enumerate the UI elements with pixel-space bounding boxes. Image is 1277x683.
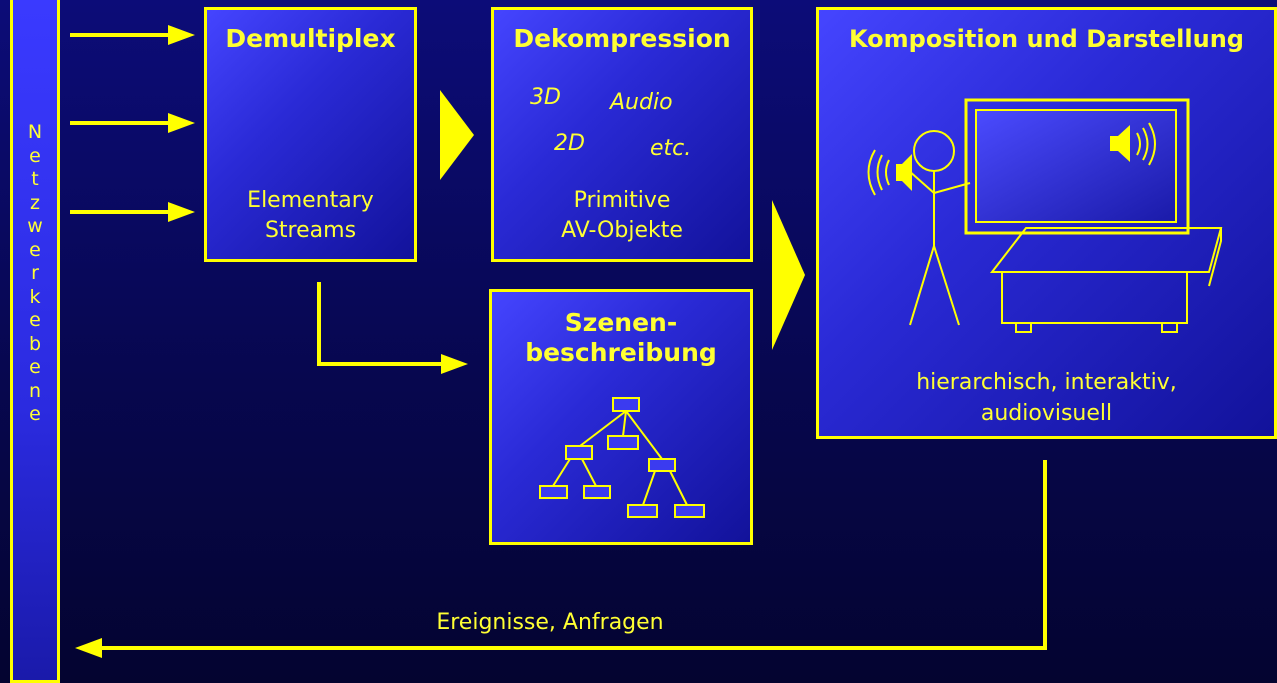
tag-2d: 2D — [554, 131, 585, 156]
network-layer-label: N e t z w e r k e b e n e — [13, 121, 57, 427]
decompression-title: Dekompression — [513, 24, 731, 53]
network-letter: e — [29, 144, 41, 167]
network-letter: e — [29, 238, 41, 261]
feedback-label: Ereignisse, Anfragen — [436, 610, 664, 635]
composition-caption-line1: hierarchisch, interaktiv, — [916, 370, 1177, 395]
tag-3d: 3D — [530, 85, 561, 110]
input-arrow-1 — [70, 25, 195, 45]
network-letter: e — [29, 309, 41, 331]
demultiplex-title: Demultiplex — [225, 24, 396, 53]
feedback-arrow — [75, 460, 1047, 658]
big-arrow-demux-to-decomp — [440, 90, 474, 180]
network-letter: e — [29, 356, 41, 378]
network-letter: n — [28, 379, 42, 402]
composition-caption-line2: audiovisuell — [980, 401, 1113, 426]
network-letter: t — [31, 168, 39, 190]
network-letter: b — [28, 332, 42, 355]
tag-etc: etc. — [650, 136, 692, 161]
input-arrow-2 — [70, 113, 195, 133]
person-icon — [907, 130, 971, 326]
decompression-caption-line1: Primitive — [573, 188, 671, 213]
composition-box: Komposition und Darstellung hierarchisch… — [816, 7, 1277, 439]
scene-title-line2: beschreibung — [525, 338, 717, 367]
scene-title-line1: Szenen- — [564, 308, 678, 337]
composition-title: Komposition und Darstellung — [849, 25, 1244, 53]
demultiplex-caption-line1: Elementary — [247, 188, 374, 213]
network-letter: z — [30, 191, 40, 214]
decompression-caption-line2: AV-Objekte — [561, 218, 683, 243]
tag-audio: Audio — [610, 90, 673, 115]
speaker-on-screen-icon — [1110, 122, 1156, 166]
network-letter: w — [27, 215, 43, 237]
composition-illustration — [867, 98, 1223, 333]
demultiplex-caption-line2: Streams — [264, 218, 357, 243]
input-arrow-3 — [70, 202, 195, 222]
network-letter: e — [29, 403, 41, 425]
network-letter: k — [29, 285, 41, 308]
network-letter: N — [27, 121, 43, 143]
scene-description-box: Szenen- beschreibung — [489, 289, 753, 545]
scene-tree-icon — [539, 397, 705, 518]
demux-to-scene-connector — [317, 282, 468, 374]
speaker-hand-icon — [867, 149, 912, 196]
big-arrow-to-composition — [772, 200, 805, 350]
network-letter: r — [31, 262, 39, 284]
network-layer-bar: N e t z w e r k e b e n e — [10, 0, 60, 683]
decompression-box: Dekompression 3D Audio 2D etc. Primitive… — [491, 7, 753, 262]
demultiplex-box: Demultiplex Elementary Streams — [204, 7, 417, 262]
